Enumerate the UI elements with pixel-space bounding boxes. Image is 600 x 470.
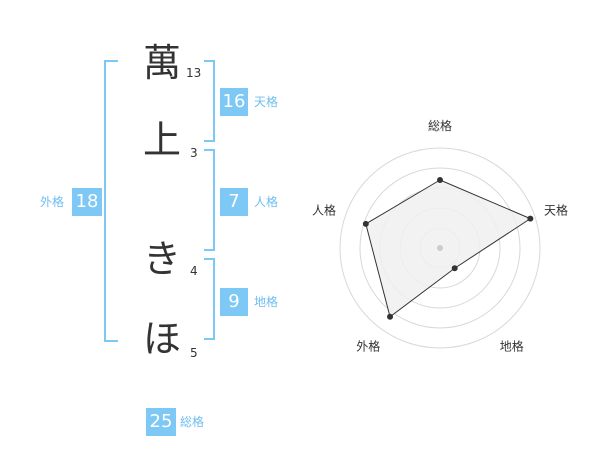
radar-point-4: [387, 313, 394, 320]
radar-axis-label-4: 外格: [356, 339, 380, 354]
jinkaku-badge: 7: [220, 188, 248, 216]
stroke-count-4: 5: [190, 346, 198, 360]
radar-axis-label-2: 天格: [544, 202, 568, 217]
radar-point-3: [451, 265, 458, 272]
jinkaku-label: 人格: [254, 195, 279, 209]
radar-point-2: [527, 215, 534, 222]
jinkaku-bracket: [204, 149, 215, 251]
gaikaku-bracket: [104, 60, 118, 342]
radar-area: [365, 179, 532, 318]
soukaku-label: 総格: [180, 415, 205, 429]
stroke-count-1: 13: [186, 66, 202, 80]
chikaku-badge: 9: [220, 288, 248, 316]
radar-axis-label-1: 総格: [428, 118, 452, 133]
radar-point-1: [437, 177, 443, 183]
name-char-2: 上: [142, 118, 181, 162]
gaikaku-badge: 18: [72, 188, 102, 216]
radar-axis-label-5: 人格: [312, 202, 336, 217]
radar-point-5: [362, 220, 369, 227]
gaikaku-label: 外格: [40, 195, 65, 209]
name-char-1: 萬: [142, 41, 181, 85]
radar-points: [362, 177, 534, 320]
radar-axis-label-3: 地格: [500, 339, 524, 354]
tenkaku-label: 天格: [254, 95, 279, 109]
tenkaku-bracket: [204, 60, 215, 142]
radar-ring: [359, 167, 521, 329]
name-char-3: き: [142, 237, 181, 281]
soukaku-badge: 25: [146, 408, 176, 436]
radar-center-dot: [437, 245, 443, 251]
name-char-4: ほ: [142, 317, 181, 361]
radar-ring: [339, 147, 541, 349]
stroke-count-2: 3: [190, 146, 198, 160]
chikaku-label: 地格: [254, 295, 279, 309]
tenkaku-badge: 16: [220, 88, 248, 116]
chikaku-bracket: [204, 258, 215, 340]
stroke-count-3: 4: [190, 264, 198, 278]
